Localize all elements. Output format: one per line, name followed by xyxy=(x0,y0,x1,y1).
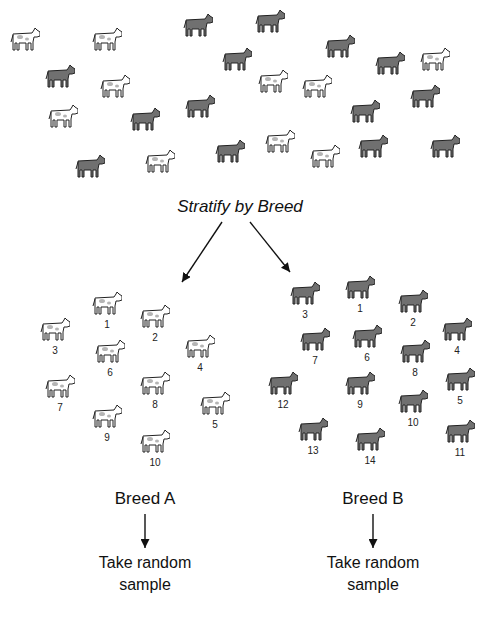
callout-number: 5 xyxy=(212,419,218,431)
cow-icon xyxy=(46,375,75,397)
cow-icon xyxy=(291,282,320,304)
breed-group: Breed B xyxy=(266,272,480,514)
cow-icon xyxy=(41,318,70,340)
cow-icon xyxy=(301,328,330,350)
mixed-herd xyxy=(11,10,460,177)
breed-a-herd xyxy=(41,292,230,452)
cow-icon xyxy=(431,135,460,157)
connector-arrow xyxy=(144,514,145,548)
node-label: Take random sample xyxy=(80,552,210,596)
callout-number: 6 xyxy=(364,352,370,364)
sample-step: Take random sample xyxy=(303,548,443,604)
cow-icon xyxy=(46,65,75,87)
cow-icon xyxy=(399,290,428,312)
cow-icon xyxy=(141,430,170,452)
cow-icon xyxy=(443,318,472,340)
cow-icon xyxy=(326,35,355,57)
callout-number: 8 xyxy=(152,399,158,411)
cow-icon xyxy=(446,368,475,390)
cow-icon xyxy=(141,305,170,327)
cow-icon xyxy=(399,390,428,412)
cow-icon xyxy=(311,145,340,167)
node-label: Breed A xyxy=(115,488,176,510)
callout-number: 2 xyxy=(410,317,416,329)
node-label: Take random sample xyxy=(308,552,438,596)
callout-number: 4 xyxy=(197,362,203,374)
callout-number: 3 xyxy=(52,345,58,357)
cow-icon xyxy=(131,108,160,130)
callout-number: 6 xyxy=(107,367,113,379)
connector-arrow xyxy=(250,222,290,272)
cow-icon xyxy=(256,10,285,32)
cow-icon xyxy=(359,135,388,157)
cow-icon xyxy=(269,372,298,394)
cow-icon xyxy=(353,325,382,347)
cow-icon xyxy=(411,85,440,107)
cow-icon xyxy=(93,405,122,427)
cow-icon xyxy=(376,52,405,74)
callout-number: 2 xyxy=(152,332,158,344)
callout-number: 1 xyxy=(357,303,363,315)
cow-icon xyxy=(216,140,245,162)
callout-number: 10 xyxy=(407,417,418,429)
cow-icon xyxy=(141,372,170,394)
callout-number: 11 xyxy=(455,447,465,459)
stratify-group: Stratify by Breed xyxy=(0,0,480,222)
callout-number: 4 xyxy=(454,345,460,357)
cow-icon xyxy=(351,100,380,122)
cow-icon xyxy=(11,28,40,50)
node-label: Breed B xyxy=(342,488,403,510)
node-label: Stratify by Breed xyxy=(177,196,303,218)
callout-number: 10 xyxy=(149,457,160,469)
cow-icon xyxy=(346,276,375,298)
callout-number: 7 xyxy=(57,402,63,414)
connector-arrow xyxy=(372,514,373,548)
cow-icon xyxy=(93,28,122,50)
callout-number: 1 xyxy=(104,319,110,331)
breed-group: Breed A xyxy=(30,282,260,514)
cow-icon xyxy=(201,392,230,414)
cow-icon xyxy=(96,340,125,362)
callout-number: 12 xyxy=(277,399,288,411)
breed-b-herd xyxy=(269,276,475,450)
callout-number: 3 xyxy=(302,309,308,321)
callout-number: 8 xyxy=(412,367,418,379)
cow-icon xyxy=(446,420,475,442)
cow-icon xyxy=(76,155,105,177)
sample-step: Take random sample xyxy=(75,548,215,604)
cow-icon xyxy=(49,105,78,127)
cow-icon xyxy=(266,130,295,152)
connector-arrow xyxy=(182,222,222,282)
cow-icon xyxy=(346,372,375,394)
cow-icon xyxy=(259,70,288,92)
cow-icon xyxy=(186,95,215,117)
cow-icon xyxy=(93,292,122,314)
callout-number: 9 xyxy=(104,432,110,444)
cow-icon xyxy=(421,48,450,70)
cow-icon xyxy=(356,428,385,450)
callout-number: 7 xyxy=(312,355,318,367)
cow-icon xyxy=(184,14,213,36)
callout-number: 5 xyxy=(457,395,463,407)
cow-icon xyxy=(299,418,328,440)
cow-icon xyxy=(401,340,430,362)
callout-number: 9 xyxy=(357,399,363,411)
cow-icon xyxy=(223,48,252,70)
cow-icon xyxy=(101,75,130,97)
cow-icon xyxy=(186,335,215,357)
cow-icon xyxy=(303,75,332,97)
cow-icon xyxy=(146,150,175,172)
callout-number: 13 xyxy=(307,445,318,457)
callout-number: 14 xyxy=(364,455,375,467)
